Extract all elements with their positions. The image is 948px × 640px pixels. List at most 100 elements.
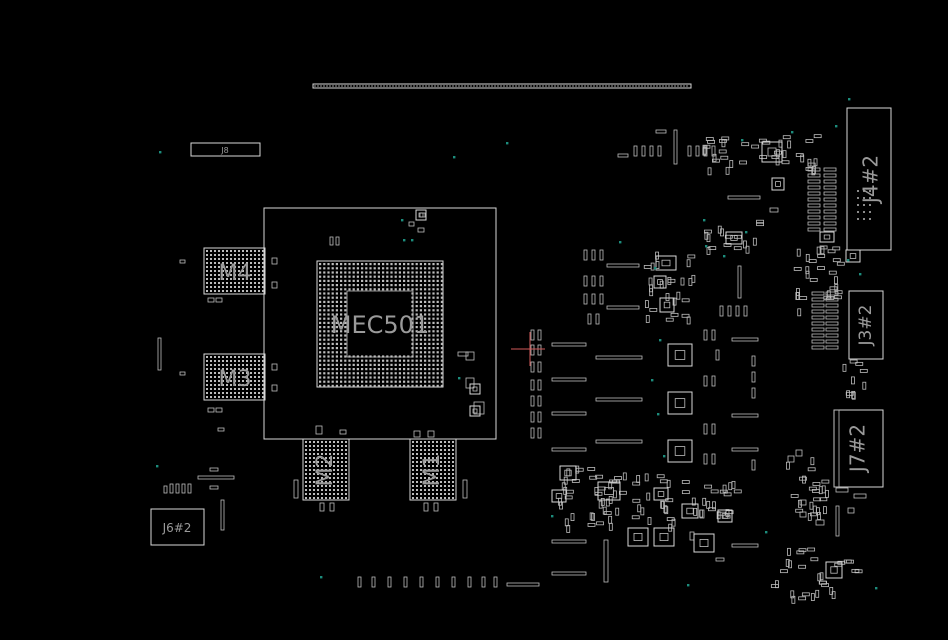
smd-part xyxy=(710,489,719,494)
ic-component[interactable] xyxy=(761,141,783,163)
smd-part xyxy=(811,327,825,332)
smd-part xyxy=(807,185,821,190)
smd-part xyxy=(733,489,742,494)
smd-part xyxy=(631,515,640,520)
ic-component[interactable] xyxy=(653,527,675,547)
memory-m3[interactable]: M3 xyxy=(203,353,266,401)
smd-part xyxy=(785,559,790,567)
smd-part xyxy=(811,321,825,326)
smd-part xyxy=(731,447,759,452)
smd-part xyxy=(813,134,822,139)
smd-part xyxy=(724,234,733,239)
connector-j7[interactable]: J7#2 xyxy=(833,409,884,488)
smd-part xyxy=(641,145,646,157)
smd-part xyxy=(810,457,815,466)
smd-part xyxy=(712,153,717,162)
ic-component[interactable] xyxy=(717,509,733,523)
smd-part xyxy=(689,531,695,541)
ic-component[interactable] xyxy=(819,231,835,243)
smd-part xyxy=(807,173,821,178)
ic-component[interactable] xyxy=(681,503,699,519)
test-point xyxy=(453,156,456,159)
ic-component[interactable] xyxy=(653,275,667,289)
test-point xyxy=(159,151,162,154)
smd-part xyxy=(812,482,821,486)
smd-part xyxy=(731,337,759,342)
smd-part xyxy=(215,407,223,413)
smd-part xyxy=(595,313,600,325)
ic-component[interactable] xyxy=(725,231,743,245)
smd-part xyxy=(769,207,779,213)
edge-connector[interactable] xyxy=(312,83,692,89)
smd-part xyxy=(707,167,712,176)
connector-j4[interactable]: J4#2 xyxy=(846,107,892,251)
connector-j6[interactable]: J6#2 xyxy=(150,508,205,546)
smd-part xyxy=(795,508,804,513)
smd-part xyxy=(846,559,854,564)
smd-part xyxy=(655,129,667,134)
smd-part xyxy=(798,596,807,601)
smd-part xyxy=(729,160,734,168)
smd-part xyxy=(659,479,668,484)
smd-part xyxy=(715,557,725,562)
smd-part xyxy=(796,288,800,296)
ic-component[interactable] xyxy=(469,383,481,395)
ic-component[interactable] xyxy=(469,405,481,417)
smd-part xyxy=(797,499,802,508)
smd-part xyxy=(551,539,587,544)
smd-part xyxy=(595,355,643,360)
smd-part xyxy=(671,518,676,527)
ic-component[interactable] xyxy=(559,465,577,481)
ic-component[interactable] xyxy=(667,391,693,415)
ic-component[interactable] xyxy=(655,255,677,271)
smd-part xyxy=(807,221,821,226)
ic-component[interactable] xyxy=(667,343,693,367)
smd-part xyxy=(835,487,849,493)
smd-part xyxy=(551,447,587,452)
smd-part xyxy=(821,583,830,588)
memory-m2[interactable]: M2 xyxy=(302,438,350,501)
test-point xyxy=(411,239,414,242)
smd-part xyxy=(537,344,542,356)
smd-part xyxy=(423,502,429,512)
smd-part xyxy=(851,376,855,385)
ic-component[interactable] xyxy=(659,297,675,313)
ic-component[interactable] xyxy=(597,481,621,501)
ic-component[interactable] xyxy=(771,177,785,191)
gpu-mec501[interactable]: MEC501 xyxy=(263,207,497,440)
test-point xyxy=(320,576,323,579)
ic-component[interactable] xyxy=(415,209,427,221)
smd-part xyxy=(823,227,837,232)
test-point xyxy=(703,219,706,222)
connector-j3[interactable]: J3#2 xyxy=(848,290,884,360)
smd-part xyxy=(687,145,692,157)
ic-component[interactable] xyxy=(551,489,567,503)
smd-part xyxy=(618,490,627,495)
ic-component[interactable] xyxy=(845,249,861,263)
smd-part xyxy=(157,337,162,371)
memory-m1[interactable]: M1 xyxy=(409,438,457,501)
smd-part xyxy=(823,191,837,196)
memory-m4[interactable]: M4 xyxy=(203,247,266,295)
ic-component[interactable] xyxy=(693,533,715,553)
smd-part xyxy=(780,569,788,574)
small-ics[interactable] xyxy=(415,141,861,579)
smd-part xyxy=(770,584,779,588)
smd-part xyxy=(665,317,674,322)
ic-component[interactable] xyxy=(627,527,649,547)
smd-part xyxy=(673,129,678,165)
ic-component[interactable] xyxy=(653,487,669,501)
connector-j8[interactable]: J8 xyxy=(190,142,261,157)
smd-part xyxy=(207,297,215,303)
smd-part xyxy=(387,576,392,588)
smd-part xyxy=(807,512,812,521)
smd-part xyxy=(608,515,613,524)
ic-component[interactable] xyxy=(667,439,693,463)
smd-part xyxy=(859,368,868,373)
smd-part xyxy=(807,191,821,196)
smd-part xyxy=(670,312,679,317)
ic-component[interactable] xyxy=(825,561,843,579)
smd-part xyxy=(715,349,720,361)
smd-part xyxy=(799,296,808,300)
